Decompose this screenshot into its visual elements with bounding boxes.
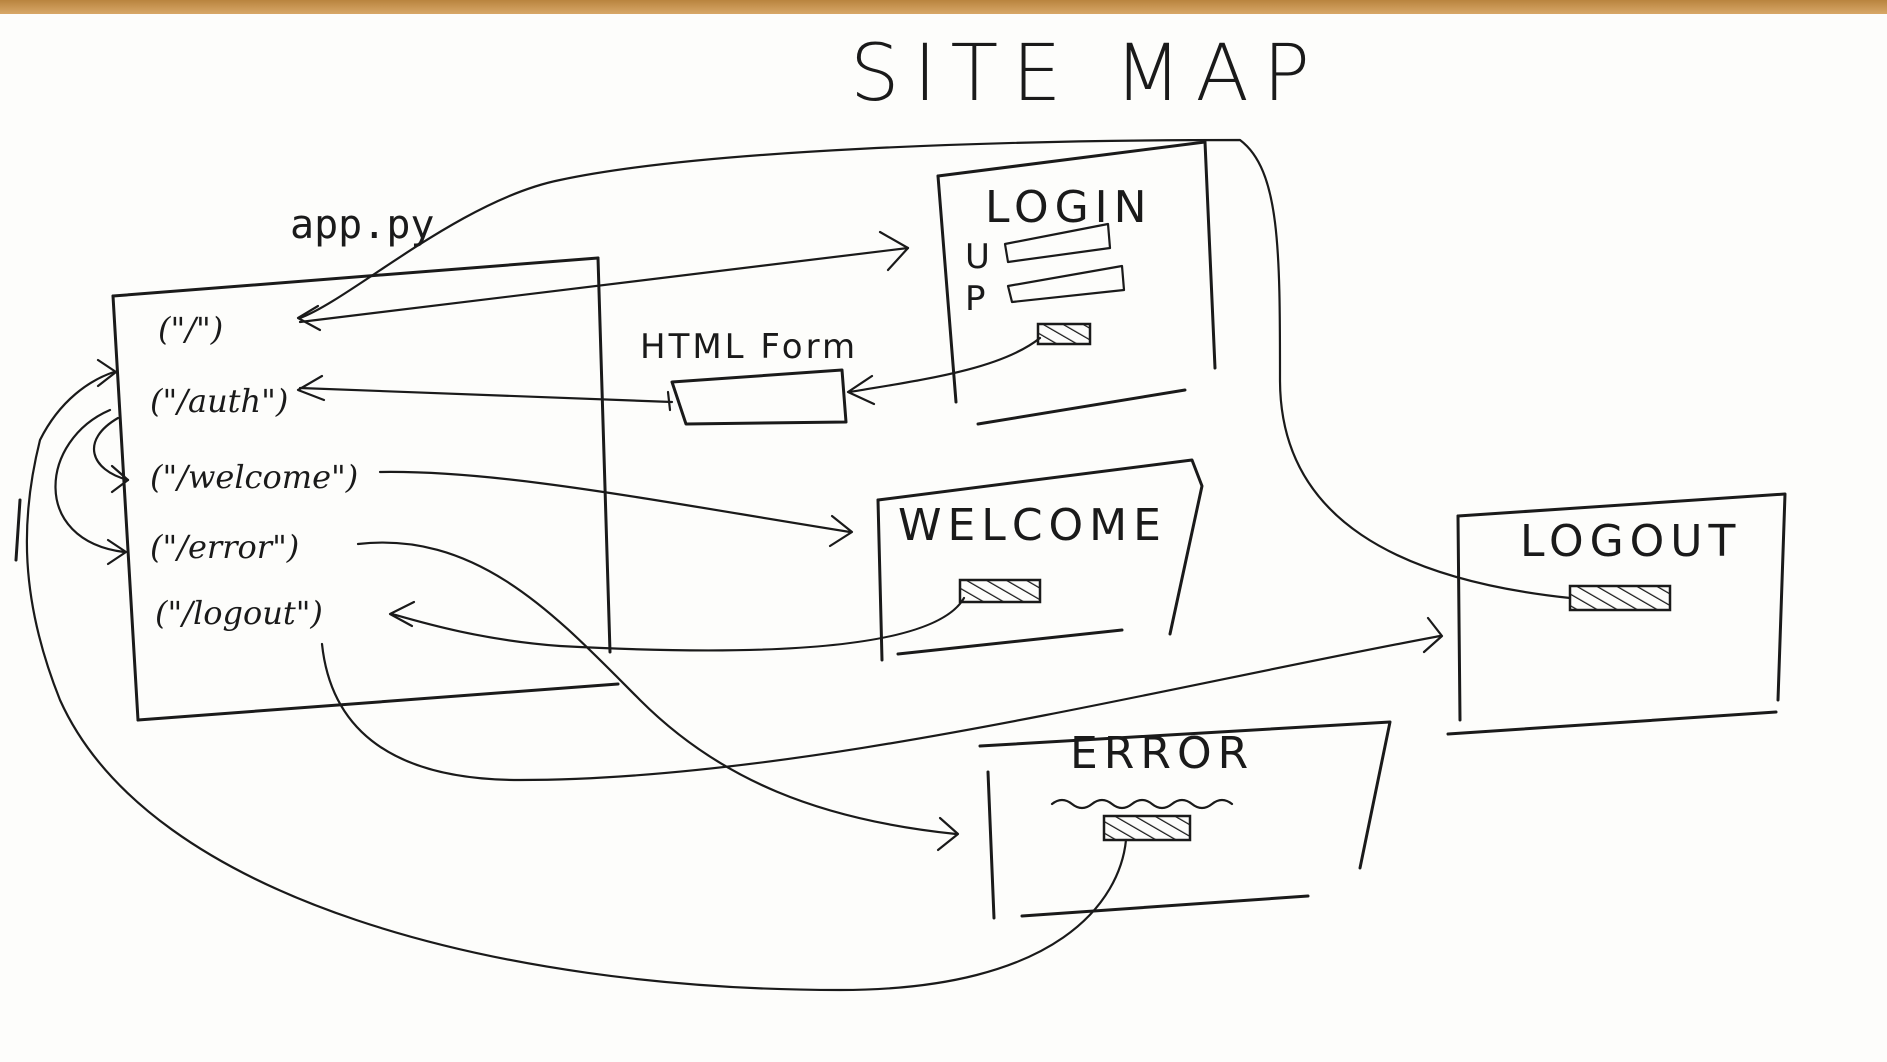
login-page-box: LOGIN U P (936, 140, 1217, 426)
connector-lines (14, 138, 1572, 992)
error-message-squiggle (1050, 798, 1234, 810)
route-auth: ("/auth") (150, 382, 288, 420)
arrow-form-to-auth (298, 386, 674, 404)
html-form-box (670, 368, 848, 426)
logout-button-sketch (1568, 584, 1672, 612)
login-title: LOGIN (985, 182, 1153, 233)
arrow-welcome-to-logout-route (390, 596, 966, 652)
error-back-button-sketch (1102, 814, 1192, 842)
route-welcome: ("/welcome") (150, 458, 358, 496)
diagram-title: SITE MAP (850, 29, 1324, 119)
welcome-page-box: WELCOME (876, 458, 1204, 662)
arrow-error-route-to-page (356, 541, 958, 836)
arrow-root-to-login (298, 246, 910, 324)
welcome-title: WELCOME (898, 500, 1167, 551)
arrow-logout-to-root (298, 138, 1572, 600)
login-username-label: U (965, 237, 993, 277)
logout-page-box: LOGOUT (1446, 492, 1787, 736)
arrow-logout-route-to-page (320, 634, 1442, 782)
error-title: ERROR (1070, 728, 1254, 779)
table-edge (0, 0, 1887, 14)
username-input-sketch (1003, 222, 1112, 264)
html-form-label: HTML Form (640, 327, 858, 367)
arrow-welcome-route-to-page (378, 470, 852, 534)
arrow-error-to-auth (25, 370, 1128, 992)
login-password-label: P (965, 279, 989, 319)
arrow-login-to-form (848, 336, 1042, 394)
app-file-label: app.py (290, 202, 435, 248)
arrow-auth-to-error (54, 408, 126, 554)
app-py-box (111, 256, 620, 722)
password-input-sketch (1006, 264, 1126, 304)
arrow-auth-to-welcome (92, 416, 130, 482)
welcome-logout-button-sketch (958, 578, 1042, 604)
logout-title: LOGOUT (1520, 516, 1741, 567)
route-root: ("/") (158, 310, 223, 348)
error-page-box: ERROR (978, 720, 1392, 920)
route-logout: ("/logout") (155, 594, 323, 632)
route-error: ("/error") (150, 528, 299, 566)
login-submit-button-sketch (1036, 322, 1092, 346)
